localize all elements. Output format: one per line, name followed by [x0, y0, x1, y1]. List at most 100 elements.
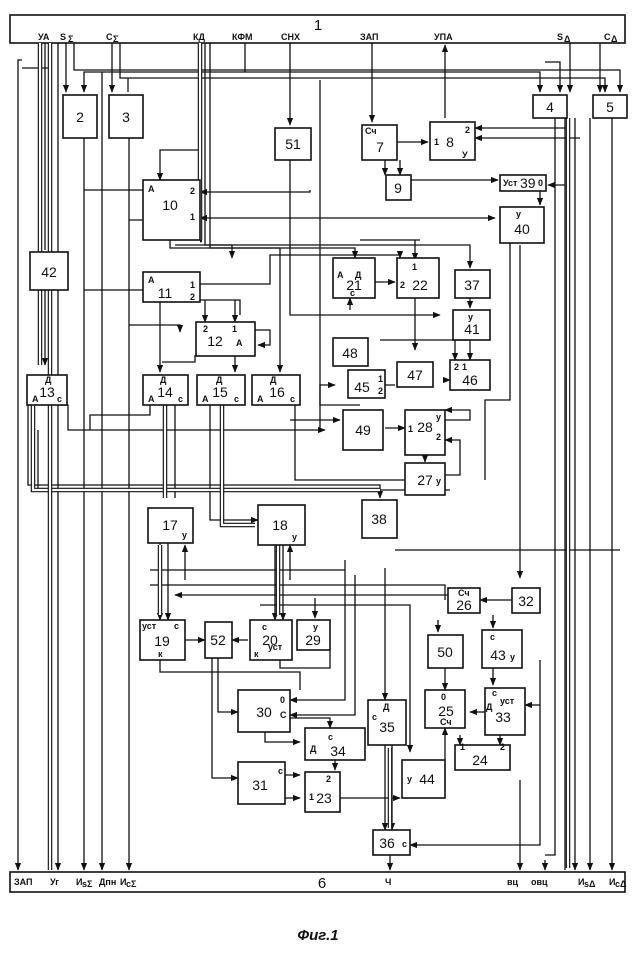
svg-text:28: 28	[417, 419, 433, 435]
svg-text:2: 2	[436, 432, 441, 442]
block-32: 32	[512, 588, 540, 613]
svg-text:2: 2	[500, 742, 505, 752]
svg-text:У: У	[462, 150, 468, 160]
block-17: 17у	[148, 508, 193, 543]
svg-text:к: к	[158, 649, 163, 659]
svg-text:КД: КД	[193, 32, 205, 42]
svg-text:22: 22	[412, 277, 428, 293]
block-11: А1211	[143, 272, 200, 302]
svg-text:33: 33	[495, 709, 511, 725]
block-41: у41	[453, 310, 490, 340]
svg-text:25: 25	[438, 703, 454, 719]
svg-text:16: 16	[269, 384, 285, 400]
svg-text:27: 27	[417, 472, 433, 488]
svg-text:Д: Д	[383, 702, 390, 712]
block-45: 4512	[348, 370, 385, 398]
block-52: 52	[205, 622, 232, 658]
svg-text:у: у	[407, 774, 412, 784]
block-14: ДАс14	[143, 375, 188, 405]
svg-text:37: 37	[464, 277, 480, 293]
svg-text:2: 2	[465, 125, 470, 135]
block-8: 12У8	[430, 122, 475, 160]
svg-text:1: 1	[378, 374, 383, 384]
svg-text:8: 8	[446, 134, 454, 150]
svg-text:А: А	[32, 394, 39, 404]
block-12: 21А12	[196, 322, 255, 356]
svg-text:у: у	[292, 532, 297, 542]
svg-text:51: 51	[285, 136, 301, 152]
svg-text:1: 1	[412, 262, 417, 272]
svg-text:1: 1	[408, 424, 413, 434]
svg-text:КФМ: КФМ	[232, 32, 253, 42]
svg-text:47: 47	[407, 367, 423, 383]
svg-text:C: C	[106, 32, 113, 42]
svg-text:1: 1	[190, 212, 195, 222]
svg-text:Уг: Уг	[50, 877, 59, 887]
svg-text:2: 2	[400, 280, 405, 290]
svg-text:А: А	[148, 275, 155, 285]
svg-text:вц: вц	[507, 877, 519, 887]
block-13: ДАс13	[27, 375, 67, 405]
bus-6: 6 ЗАП Уг И sΣ Дпн И cΣ Ч вц овц И sΔ И c…	[10, 872, 627, 892]
block-36: 36с	[373, 830, 410, 855]
svg-text:с: с	[178, 394, 183, 404]
svg-text:45: 45	[354, 379, 370, 395]
svg-text:50: 50	[437, 644, 453, 660]
svg-text:0: 0	[280, 695, 285, 705]
block-39: Уст390	[500, 175, 546, 191]
block-7: Сч7	[362, 125, 397, 160]
svg-text:S: S	[557, 32, 563, 42]
block-16: ДАс16	[252, 375, 300, 405]
svg-text:23: 23	[316, 790, 332, 806]
svg-text:с: с	[402, 839, 407, 849]
block-48: 48	[333, 338, 368, 366]
block-44: у 44	[402, 760, 445, 798]
svg-text:Σ: Σ	[113, 34, 119, 44]
svg-text:с: с	[490, 632, 495, 642]
svg-text:35: 35	[379, 719, 395, 735]
block-38: 38	[362, 500, 397, 538]
svg-text:с: с	[492, 688, 497, 698]
block-18: 18 у	[258, 505, 305, 545]
svg-text:А: А	[148, 394, 155, 404]
svg-text:18: 18	[272, 517, 288, 533]
block-29: у29	[297, 620, 330, 650]
svg-text:ЗАП: ЗАП	[14, 877, 33, 887]
svg-text:уст: уст	[142, 621, 157, 631]
svg-text:24: 24	[472, 752, 488, 768]
svg-text:20: 20	[262, 632, 278, 648]
svg-text:44: 44	[419, 771, 435, 787]
svg-text:10: 10	[162, 197, 178, 213]
svg-text:48: 48	[342, 345, 358, 361]
block-15: ДАс15	[197, 375, 245, 405]
svg-text:9: 9	[394, 180, 402, 196]
svg-text:38: 38	[371, 511, 387, 527]
svg-text:32: 32	[518, 593, 534, 609]
svg-text:с: с	[262, 622, 267, 632]
svg-text:cΔ: cΔ	[615, 879, 627, 889]
svg-text:0: 0	[538, 178, 543, 188]
svg-text:17: 17	[162, 517, 178, 533]
svg-text:43: 43	[490, 647, 506, 663]
svg-text:15: 15	[212, 384, 228, 400]
svg-text:39: 39	[520, 175, 536, 191]
svg-text:31: 31	[252, 777, 268, 793]
block-9: 9	[386, 175, 411, 200]
svg-text:sΣ: sΣ	[82, 879, 93, 889]
svg-text:2: 2	[326, 774, 331, 784]
svg-text:А: А	[257, 394, 264, 404]
svg-text:Сч: Сч	[365, 126, 377, 136]
svg-text:Д: Д	[486, 702, 493, 712]
bus-1: 1 УА S Σ C Σ КД КФМ СНХ ЗАП УПА S Δ C Δ	[10, 15, 625, 44]
svg-text:с: с	[174, 621, 179, 631]
block-37: 37	[455, 270, 490, 298]
svg-text:1: 1	[190, 280, 195, 290]
block-30: 300С	[238, 690, 290, 732]
svg-text:СНХ: СНХ	[281, 32, 300, 42]
svg-text:41: 41	[464, 321, 480, 337]
figure-caption: Фиг.1	[297, 927, 338, 944]
svg-text:у: у	[313, 622, 318, 632]
svg-text:овц: овц	[531, 877, 548, 887]
svg-text:S: S	[60, 32, 66, 42]
